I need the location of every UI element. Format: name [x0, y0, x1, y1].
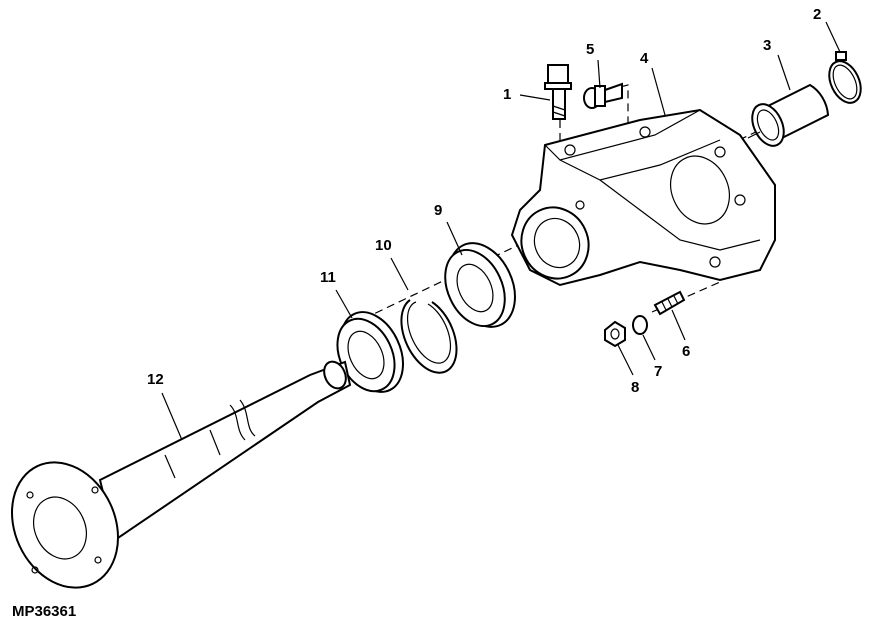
flange-bolt-part	[583, 82, 623, 109]
callout-9: 9	[434, 202, 443, 219]
axle-shaft-part	[11, 360, 352, 589]
figure-id: MP36361	[12, 603, 77, 620]
callout-7: 7	[654, 363, 663, 380]
bolt-part	[544, 64, 572, 120]
stud-part	[653, 290, 686, 316]
callout-1: 1	[503, 86, 512, 103]
bearing-part	[444, 242, 516, 328]
callout-12: 12	[147, 371, 164, 388]
callout-4: 4	[640, 50, 649, 67]
bushing-part	[751, 83, 830, 147]
snap-ring-part	[828, 51, 862, 104]
callout-6: 6	[682, 343, 691, 360]
retaining-ring-part	[400, 299, 458, 374]
lock-washer-part	[632, 315, 648, 335]
callout-5: 5	[586, 41, 595, 58]
callout-11: 11	[320, 269, 336, 286]
callout-3: 3	[763, 37, 772, 54]
callout-10: 10	[375, 237, 392, 254]
callout-8: 8	[631, 379, 640, 396]
nut-part	[604, 320, 626, 348]
leader-lines	[161, 21, 841, 441]
housing-part	[510, 108, 776, 287]
callout-2: 2	[813, 6, 822, 23]
